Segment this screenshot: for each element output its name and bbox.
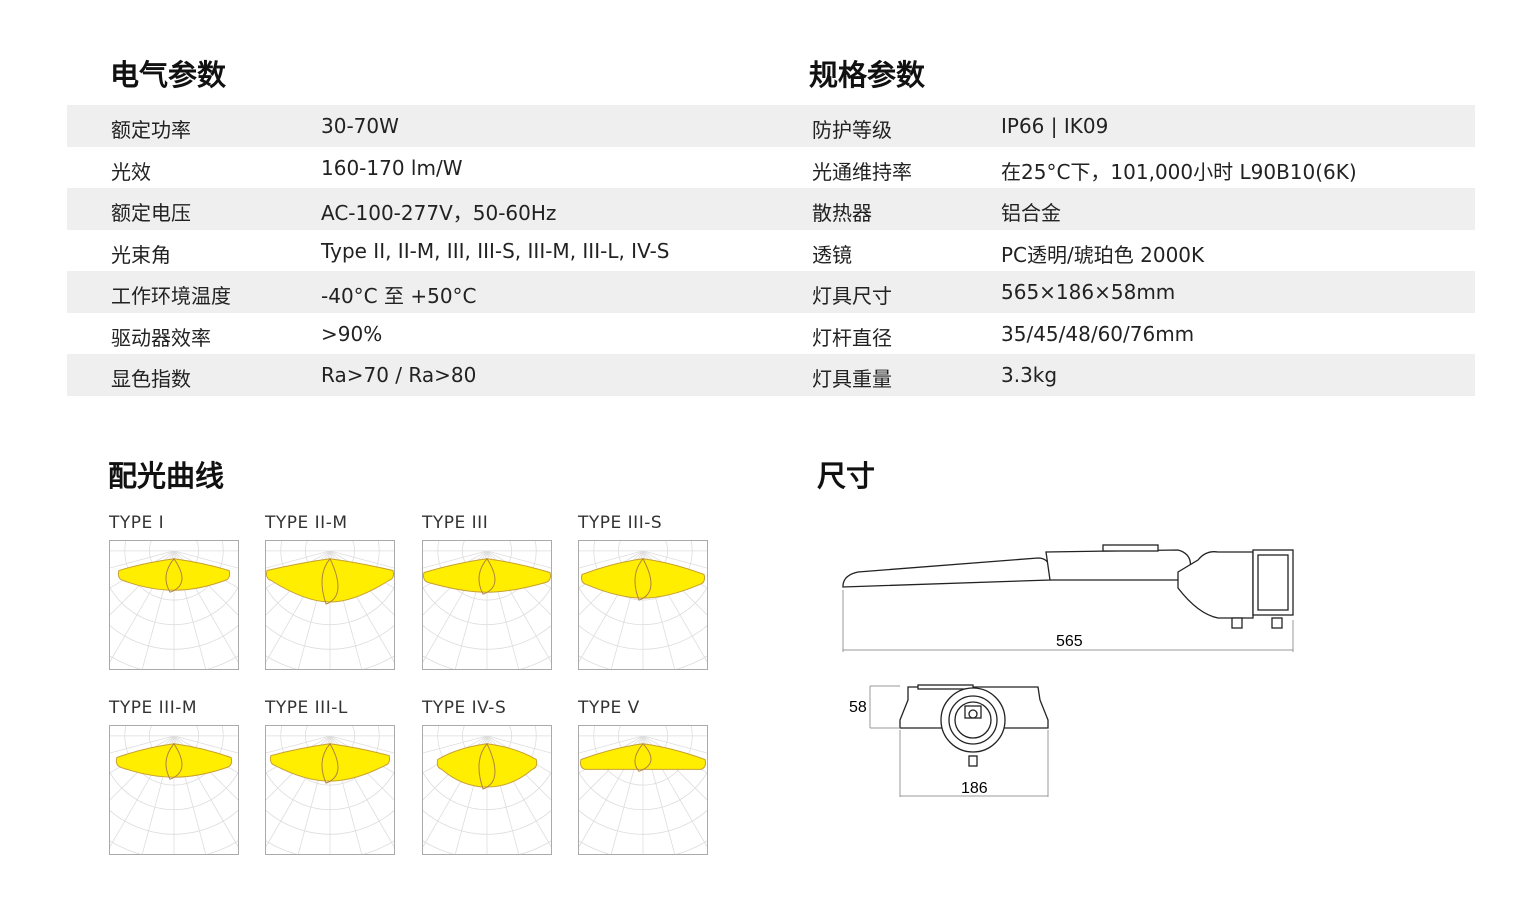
end-view-drawing bbox=[869, 684, 1049, 797]
distribution-label: TYPE III-L bbox=[265, 698, 348, 718]
cell-value: 3.3kg bbox=[1001, 363, 1058, 387]
side-view-drawing bbox=[842, 544, 1294, 652]
width-dimension: 186 bbox=[961, 780, 988, 797]
beam-lobe bbox=[321, 742, 339, 784]
cell-value: -40°C 至 +50°C bbox=[321, 284, 477, 308]
polar-curve-chart bbox=[445, 353, 841, 749]
polar-curve-chart bbox=[289, 538, 685, 907]
cell-value: 30-70W bbox=[321, 114, 399, 138]
cell-label: 防护等级 bbox=[812, 118, 892, 142]
table-row: 额定电压 AC-100-277V，50-60Hz 散热器 铝合金 bbox=[67, 188, 1475, 230]
beam-lobe bbox=[634, 557, 652, 601]
cell-value: 在25°C下，101,000小时 L90B10(6K) bbox=[1001, 159, 1357, 184]
cell-label: 灯杆直径 bbox=[812, 325, 892, 350]
cell-label: 散热器 bbox=[812, 201, 872, 225]
beam-pattern bbox=[436, 743, 538, 788]
polar-curve-chart bbox=[289, 353, 685, 749]
table-row: 光束角 Type II, II-M, III, III-S, III-M, III… bbox=[67, 230, 1475, 272]
spec-title: 规格参数 bbox=[809, 58, 926, 92]
cell-label: 灯具尺寸 bbox=[812, 284, 892, 308]
table-row: 光效 160-170 lm/W 光通维持率 在25°C下，101,000小时 L90B… bbox=[67, 147, 1475, 189]
beam-pattern bbox=[269, 743, 391, 782]
distribution-label: TYPE III bbox=[422, 513, 489, 533]
beam-lobe bbox=[478, 557, 496, 595]
cell-value: Ra>70 / Ra>80 bbox=[321, 363, 477, 387]
beam-lobe bbox=[165, 742, 183, 780]
length-dimension: 565 bbox=[1056, 633, 1083, 650]
cell-label: 灯具重量 bbox=[812, 367, 892, 391]
beam-lobe bbox=[165, 557, 183, 593]
table-row: 额定功率 30-70W 防护等级 IP66 | IK09 bbox=[67, 105, 1475, 147]
distribution-label: TYPE III-S bbox=[578, 513, 663, 533]
dimensions-title: 尺寸 bbox=[817, 459, 876, 493]
beam-pattern bbox=[115, 743, 233, 778]
distribution-label: TYPE I bbox=[109, 513, 165, 533]
polar-curve-chart bbox=[132, 538, 528, 907]
electrical-title: 电气参数 bbox=[110, 58, 227, 92]
beam-pattern bbox=[117, 558, 231, 591]
cell-value: 160-170 lm/W bbox=[321, 155, 463, 180]
polar-curve-chart bbox=[0, 538, 372, 907]
distribution-title: 配光曲线 bbox=[108, 459, 225, 493]
cell-label: 光束角 bbox=[111, 242, 171, 267]
cell-label: 额定电压 bbox=[111, 201, 191, 225]
cell-label: 驱动器效率 bbox=[111, 325, 211, 350]
cell-label: 显色指数 bbox=[111, 367, 191, 391]
cell-label: 光效 bbox=[111, 159, 151, 184]
cell-value: 铝合金 bbox=[1001, 201, 1061, 225]
beam-pattern bbox=[423, 558, 551, 593]
table-row: 驱动器效率 >90% 灯杆直径 35/45/48/60/76mm bbox=[67, 313, 1475, 355]
table-row: 显色指数 Ra>70 / Ra>80 灯具重量 3.3kg bbox=[67, 354, 1475, 396]
table-row: 工作环境温度 -40°C 至 +50°C 灯具尺寸 565×186×58mm bbox=[67, 271, 1475, 313]
cell-label: 工作环境温度 bbox=[111, 284, 231, 308]
distribution-label: TYPE IV-S bbox=[422, 698, 507, 718]
beam-lobe bbox=[478, 742, 496, 790]
beam-pattern bbox=[580, 558, 706, 599]
cell-value: 35/45/48/60/76mm bbox=[1001, 321, 1195, 346]
spec-table: 额定功率 30-70W 防护等级 IP66 | IK09 光效 160-170 lm/W… bbox=[67, 105, 1475, 396]
polar-curve-chart bbox=[0, 353, 372, 749]
cell-label: 透镜 bbox=[812, 242, 852, 267]
cell-value: Type II, II-M, III, III-S, III-M, III-L,… bbox=[321, 238, 670, 263]
cell-value: AC-100-277V，50-60Hz bbox=[321, 201, 557, 225]
height-dimension: 58 bbox=[849, 699, 867, 716]
cell-label: 额定功率 bbox=[111, 118, 191, 142]
polar-curve-chart bbox=[445, 538, 841, 907]
cell-value: 565×186×58mm bbox=[1001, 280, 1176, 304]
beam-lobe bbox=[634, 742, 652, 772]
beam-lobe bbox=[321, 557, 339, 605]
distribution-label: TYPE III-M bbox=[109, 698, 198, 718]
polar-curve-chart bbox=[132, 353, 528, 749]
cell-label: 光通维持率 bbox=[812, 159, 912, 184]
cell-value: PC透明/琥珀色 2000K bbox=[1001, 242, 1205, 267]
distribution-label: TYPE V bbox=[578, 698, 640, 718]
distribution-label: TYPE II-M bbox=[265, 513, 348, 533]
cell-value: >90% bbox=[321, 321, 383, 346]
cell-value: IP66 | IK09 bbox=[1001, 114, 1109, 138]
